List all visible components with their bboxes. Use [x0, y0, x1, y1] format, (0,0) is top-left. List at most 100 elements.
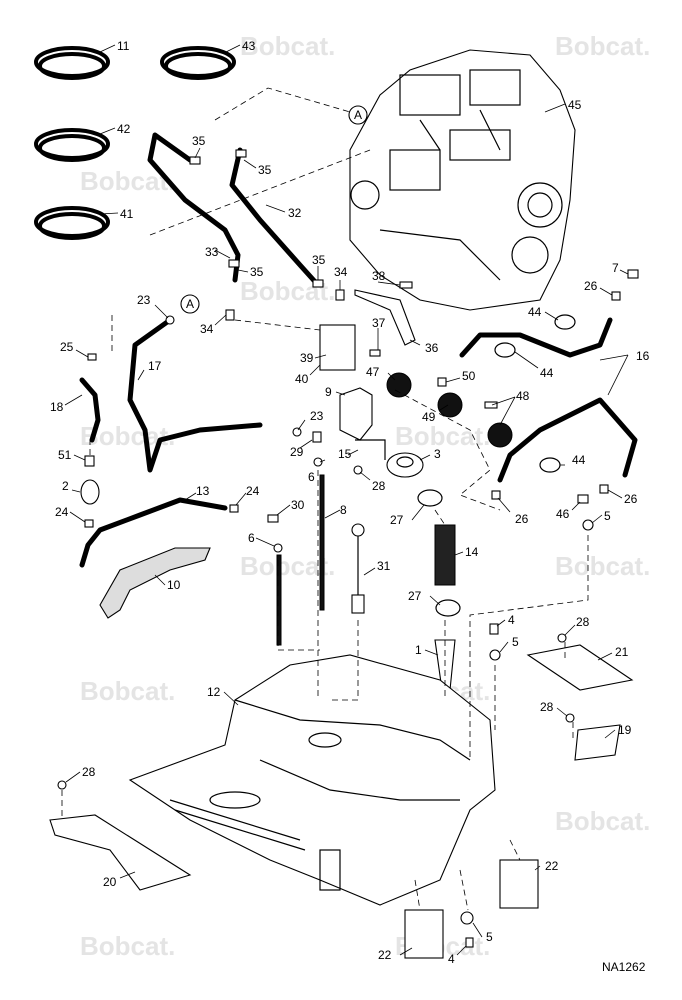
fitting-50	[437, 377, 447, 387]
filler-hose-14	[434, 524, 456, 586]
pad-22	[499, 859, 539, 909]
part-label: 47	[366, 365, 380, 379]
coiled-hose-11	[34, 44, 116, 80]
part-label: 26	[584, 279, 598, 293]
fitting-7	[627, 269, 639, 279]
watermark: Bobcat.	[555, 806, 650, 836]
part-label: 5	[512, 635, 519, 649]
shielded-hose-10	[99, 547, 211, 619]
part-label: 4	[508, 613, 515, 627]
fitting-46	[577, 494, 589, 504]
part-label: 28	[540, 700, 554, 714]
hose-32	[229, 147, 321, 288]
coiled-hose-43	[160, 44, 241, 80]
watermark: Bobcat.	[80, 676, 175, 706]
watermark: Bobcat.	[240, 31, 335, 61]
watermark: Bobcat.	[555, 31, 650, 61]
part-label: 3	[434, 447, 441, 461]
clamp-23	[292, 427, 302, 437]
part-label: 30	[291, 498, 305, 512]
fuel-cap-47	[386, 372, 412, 398]
assembly-lines	[61, 87, 589, 911]
clamp-27	[435, 599, 461, 617]
view-callout-a-secondary: A	[180, 294, 200, 314]
watermark: Bobcat.	[240, 551, 335, 581]
part-label: 8	[340, 503, 347, 517]
part-labels: 11 43 42 41 35 35 32 33 35 35 34 38 45 7…	[50, 39, 650, 966]
part-label: 20	[103, 875, 117, 889]
bolt-37	[369, 349, 381, 357]
part-label: 24	[55, 505, 69, 519]
part-label: 11	[117, 39, 130, 53]
part-label: 46	[556, 507, 570, 521]
part-label: 23	[137, 293, 151, 307]
tube-6	[276, 554, 282, 646]
part-label: 23	[310, 409, 324, 423]
part-label: 18	[50, 400, 64, 414]
part-label: 27	[390, 513, 404, 527]
part-label: 9	[325, 385, 332, 399]
bolt-28	[565, 713, 575, 723]
filler-neck-3	[386, 452, 424, 478]
part-label: 28	[576, 615, 590, 629]
part-label: 29	[290, 445, 304, 459]
part-label: 28	[372, 479, 386, 493]
bracket-15	[355, 439, 386, 460]
bracket-21	[526, 644, 634, 691]
part-label: 26	[515, 512, 529, 526]
part-label: 35	[192, 134, 206, 148]
hose-33	[147, 132, 241, 283]
part-label: 16	[636, 349, 650, 363]
clamp-35	[312, 279, 324, 288]
fuel-cap-48	[487, 422, 513, 448]
fitting-29	[312, 431, 322, 443]
fitting-34	[225, 309, 235, 321]
svg-text:A: A	[354, 108, 362, 122]
part-label: 26	[624, 492, 638, 506]
part-label: 12	[207, 685, 221, 699]
pad-22	[404, 909, 444, 959]
part-label: 44	[540, 366, 554, 380]
hose-17	[127, 317, 263, 473]
clamp-26	[599, 484, 609, 494]
tube-8	[319, 474, 325, 611]
part-label: 41	[120, 207, 134, 221]
clamp-44	[554, 314, 576, 330]
grommet-5	[460, 911, 474, 925]
part-label: 22	[378, 948, 392, 962]
sender-31	[351, 523, 365, 537]
hose-16-lower	[497, 397, 638, 483]
clamp-35	[235, 149, 247, 158]
part-label: 5	[604, 509, 611, 523]
part-label: 7	[612, 261, 619, 275]
fuel-tank	[128, 654, 496, 906]
fitting-34	[335, 289, 345, 301]
part-label: 5	[486, 930, 493, 944]
part-label: 6	[308, 470, 315, 484]
part-label: 35	[312, 253, 326, 267]
part-label: 43	[242, 39, 256, 53]
part-label: 50	[462, 369, 476, 383]
part-label: 13	[196, 484, 210, 498]
part-label: 35	[250, 265, 264, 279]
clamp-26	[491, 490, 501, 500]
fittings	[57, 149, 639, 948]
clamp-24	[229, 504, 239, 513]
view-callout-a	[348, 105, 368, 125]
watermark: Bobcat.	[395, 421, 490, 451]
clamp-26	[611, 291, 621, 301]
part-label: 24	[246, 484, 260, 498]
part-label: 27	[408, 589, 422, 603]
bracket-9	[339, 387, 373, 441]
part-label: 22	[545, 859, 559, 873]
part-label: 45	[568, 98, 582, 112]
part-label: 39	[300, 351, 314, 365]
bolt-28	[557, 633, 567, 643]
bracket-36	[354, 289, 416, 346]
key-48	[484, 401, 498, 409]
part-label: 40	[295, 372, 309, 386]
part-label: 33	[205, 245, 219, 259]
part-label: 1	[415, 643, 422, 657]
hose-13	[79, 497, 228, 568]
